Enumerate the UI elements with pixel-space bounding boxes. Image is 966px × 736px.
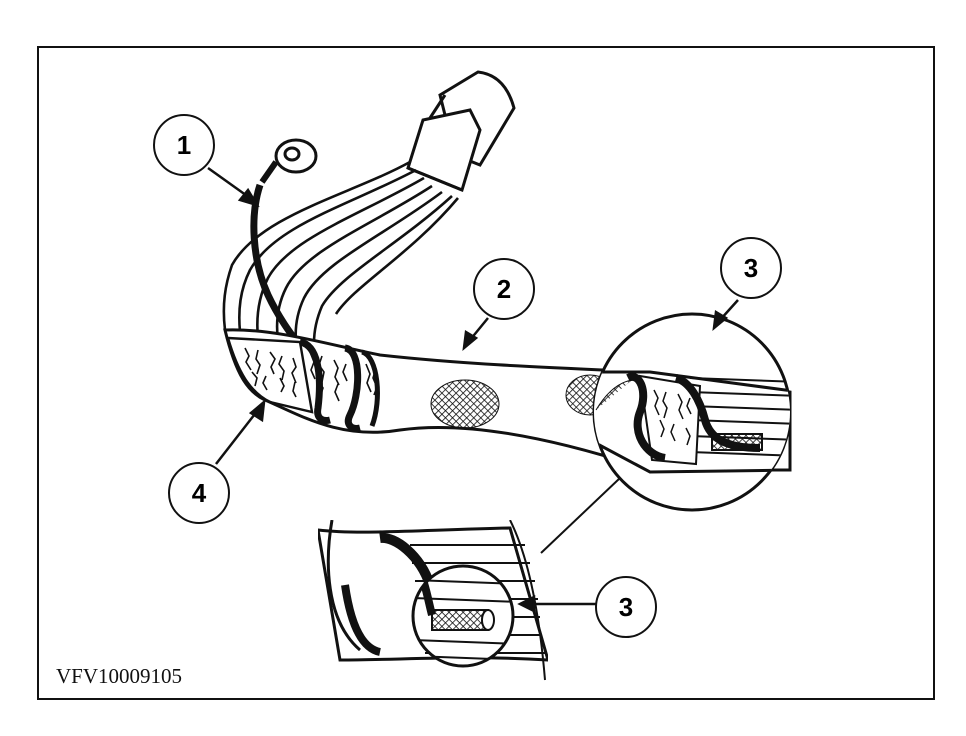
- connector: [406, 70, 516, 193]
- tape-wraps: [298, 338, 380, 432]
- callout-label-3-lower: 3: [619, 592, 633, 622]
- ground-wire-ring-terminal: [250, 138, 318, 362]
- detail-leader: [540, 477, 621, 554]
- callout-3-upper: 3: [720, 237, 782, 299]
- callout-label-1: 1: [177, 130, 191, 160]
- figure-code: VFV10009105: [56, 664, 183, 688]
- callout-label-2: 2: [497, 274, 511, 304]
- wire-bundle: [222, 160, 459, 344]
- callout-2: 2: [473, 258, 535, 320]
- magnifier-upper: [592, 312, 792, 512]
- callout-label-4: 4: [192, 478, 207, 508]
- callout-1: 1: [153, 114, 215, 176]
- callout-4: 4: [168, 462, 230, 524]
- callout-label-3-upper: 3: [744, 253, 758, 283]
- callout-arrows: [207, 166, 739, 614]
- callout-3-lower: 3: [595, 576, 657, 638]
- detail-view: [318, 520, 548, 681]
